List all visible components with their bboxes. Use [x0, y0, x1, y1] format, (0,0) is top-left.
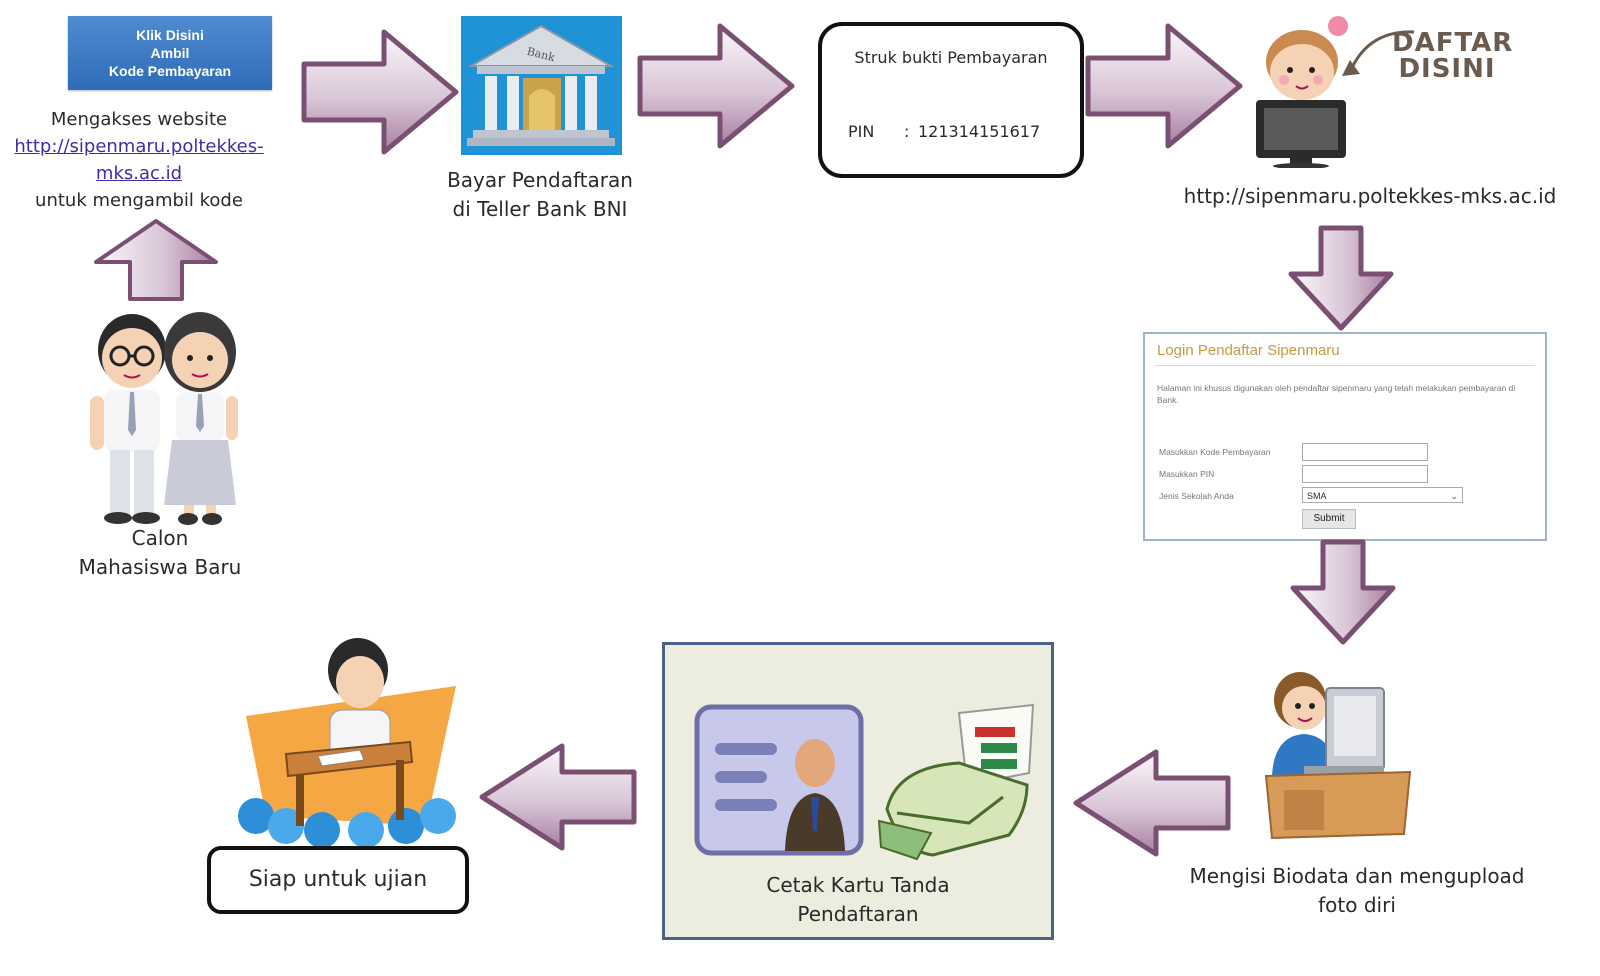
school-type-select[interactable]: SMA ⌄ — [1302, 487, 1463, 503]
card-caption-line-2: Pendaftaran — [797, 902, 919, 926]
students-illustration — [90, 312, 238, 525]
banner-line-1: Klik Disini — [136, 27, 204, 43]
exam-ready-box: Siap untuk ujian — [207, 846, 469, 914]
payment-receipt: Struk bukti Pembayaran PIN:121314151617 — [818, 22, 1084, 178]
arrow-left-2 — [479, 743, 637, 851]
id-card-icon — [694, 704, 864, 856]
receipt-title: Struk bukti Pembayaran — [854, 48, 1048, 67]
chevron-down-icon: ⌄ — [1450, 491, 1458, 501]
arrow-up — [94, 219, 218, 301]
banner-line-2: Ambil — [150, 45, 190, 61]
callout-line-2: DISINI — [1398, 54, 1496, 84]
biodata-person-illustration — [1264, 672, 1412, 840]
callout-arrow — [1342, 30, 1415, 76]
step1-caption-before: Mengakses website — [50, 109, 228, 130]
login-form-description: Halaman ini khusus digunakan oleh pendaf… — [1157, 383, 1516, 405]
submit-button[interactable]: Submit — [1302, 509, 1356, 529]
daftar-disini-callout: DAFTAR DISINI — [1392, 28, 1514, 84]
payment-code-label: Masukkan Kode Pembayaran — [1159, 447, 1271, 457]
arrow-right-2 — [637, 23, 795, 149]
sipenmaru-link[interactable]: http://sipenmaru.poltekkes- mks.ac.id — [0, 133, 278, 187]
arrow-right-3 — [1085, 23, 1243, 149]
students-caption-line-2: Mahasiswa Baru — [78, 555, 242, 579]
bank-icon: Bank — [467, 24, 615, 146]
arrow-down-2 — [1290, 539, 1396, 645]
girl-computer-illustration — [1256, 16, 1348, 168]
arrow-left-1 — [1073, 749, 1231, 857]
banner-line-3: Kode Pembayaran — [108, 63, 232, 79]
bank-tile: Bank — [461, 16, 622, 155]
register-url[interactable]: http://sipenmaru.poltekkes-mks.ac.id — [1183, 184, 1557, 208]
students-caption: Calon Mahasiswa Baru — [60, 524, 260, 582]
login-form-divider — [1155, 365, 1535, 366]
students-caption-line-1: Calon — [131, 526, 189, 550]
receipt-pin-row: PIN:121314151617 — [848, 122, 1040, 141]
bank-caption-line-1: Bayar Pendaftaran — [447, 168, 633, 192]
login-form-title: Login Pendaftar Sipenmaru — [1157, 342, 1340, 359]
link-line-2: mks.ac.id — [95, 163, 183, 184]
school-type-value: SMA — [1307, 491, 1327, 501]
callout-line-1: DAFTAR — [1392, 28, 1514, 58]
link-line-1: http://sipenmaru.poltekkes- — [14, 136, 264, 157]
bank-caption: Bayar Pendaftaran di Teller Bank BNI — [430, 166, 650, 224]
exam-student-illustration — [238, 638, 456, 848]
biodata-caption: Mengisi Biodata dan mengupload foto diri — [1180, 862, 1534, 920]
step1-caption-after: untuk mengambil kode — [35, 190, 243, 211]
step1-caption: Mengakses website http://sipenmaru.polte… — [0, 106, 278, 214]
bank-caption-line-2: di Teller Bank BNI — [452, 197, 628, 221]
arrow-down-1 — [1288, 225, 1394, 331]
pin-input[interactable] — [1302, 465, 1428, 483]
biodata-caption-line-2: foto diri — [1318, 893, 1396, 917]
card-caption: Cetak Kartu Tanda Pendaftaran — [665, 871, 1051, 929]
pin-separator: : — [904, 122, 910, 141]
school-type-label: Jenis Sekolah Anda — [1159, 491, 1234, 501]
printer-icon — [877, 703, 1035, 861]
payment-code-input[interactable] — [1302, 443, 1428, 461]
klik-disini-banner[interactable]: Klik Disini Ambil Kode Pembayaran — [68, 16, 272, 90]
biodata-caption-line-1: Mengisi Biodata dan mengupload — [1189, 864, 1525, 888]
print-card-frame: Cetak Kartu Tanda Pendaftaran — [662, 642, 1054, 940]
card-caption-line-1: Cetak Kartu Tanda — [766, 873, 950, 897]
pin-label: PIN — [848, 122, 875, 141]
pin-input-label: Masukkan PIN — [1159, 469, 1215, 479]
login-form-panel: Login Pendaftar Sipenmaru Halaman ini kh… — [1143, 332, 1547, 541]
arrow-right-1 — [301, 29, 459, 155]
pin-value: 121314151617 — [918, 122, 1041, 141]
